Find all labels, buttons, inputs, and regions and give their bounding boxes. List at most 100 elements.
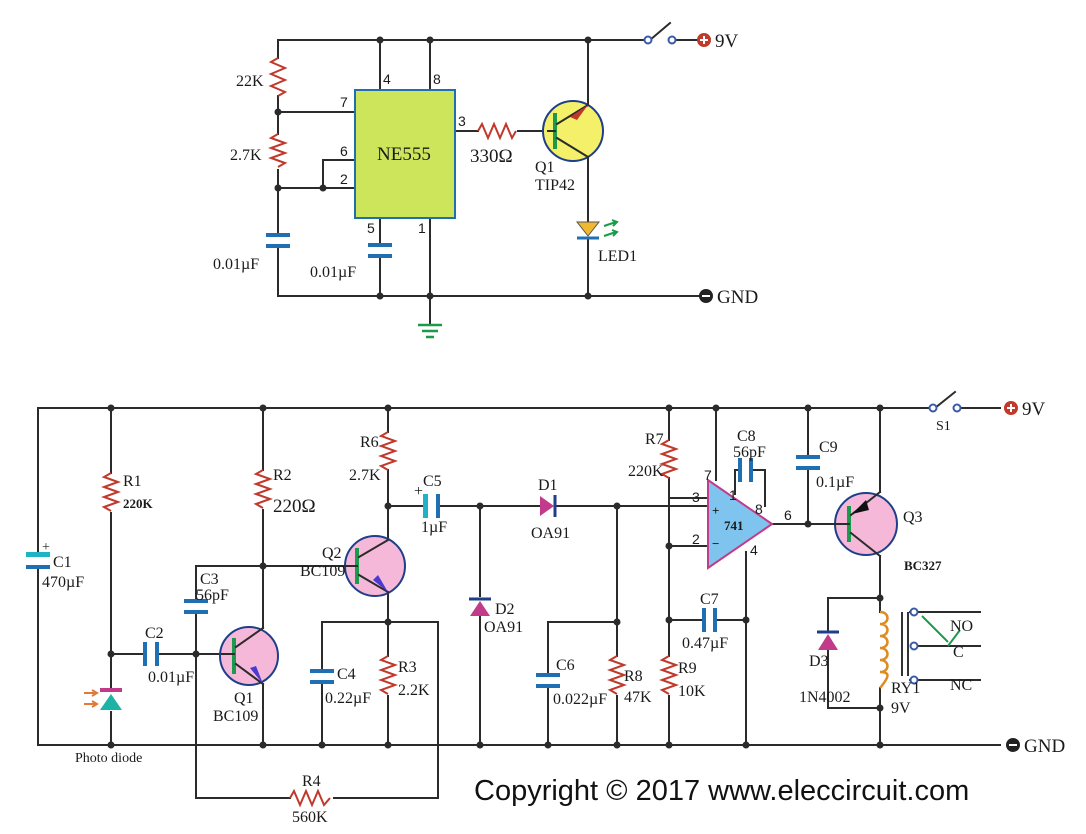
c4-capacitor [310,669,334,684]
r2-resistor [253,469,273,509]
c5-capacitor [423,494,440,518]
top-switch-contact [667,35,677,45]
c9-value: 0.1µF [816,474,854,491]
r4-value: 560K [292,809,328,826]
opamp-label: 741 [724,518,744,533]
r3-value: 2.2K [398,682,430,699]
pin-7: 7 [340,94,348,110]
c1-name: C1 [53,554,72,571]
timing-capacitor [266,233,290,248]
c1-capacitor [26,552,50,569]
c8-value: 56pF [733,444,766,461]
pin-1: 1 [418,220,426,236]
c9-capacitor [796,455,820,470]
ctiming-label: 0.01µF [213,256,259,273]
relay-ry1 [879,607,981,689]
d1-diode [540,495,557,517]
r9-resistor [659,655,679,695]
pin-5: 5 [367,220,375,236]
pin-6: 6 [340,143,348,159]
led1 [575,219,619,240]
q1-tip42-transistor [542,100,604,162]
resistor-330 [477,121,517,141]
r3-name: R3 [398,659,417,676]
r8-resistor [607,655,627,695]
cctrl-label: 0.01µF [310,264,356,281]
c5-name: C5 [423,473,442,490]
r8-value: 47K [624,689,652,706]
r4-name: R4 [302,773,321,790]
resistor-22k [268,57,288,97]
relay-nc-label: NC [950,677,972,694]
s1-contact [928,403,938,413]
r7-value: 220K [628,463,664,480]
relay-no-label: NO [950,618,973,635]
r27k-label: 2.7K [230,147,262,164]
c3-name: C3 [200,571,219,588]
c8-name: C8 [737,428,756,445]
relay-c-label: C [953,644,964,661]
c7-capacitor [702,608,717,632]
op-pin-1: 1 [729,487,737,503]
c2-value: 0.01µF [148,669,194,686]
r7-resistor [659,439,679,479]
bottom-supply-terminal [1004,401,1018,415]
d3-name: D3 [809,653,829,670]
bottom-supply-label: 9V [1022,399,1046,420]
c6-name: C6 [556,657,575,674]
c5-plus: + [414,483,423,500]
c5-value: 1µF [421,519,447,536]
c2-capacitor [143,642,159,666]
c3-capacitor [184,599,208,614]
ground-symbol [418,323,442,339]
opamp-minus: − [712,536,719,551]
op-pin-8: 8 [755,501,763,517]
ne555-label: NE555 [377,144,431,165]
r6-resistor [378,431,398,471]
bottom-wires [37,390,1001,799]
pin-8: 8 [433,71,441,87]
q3-bc327-transistor [834,490,898,558]
top-gnd-terminal [699,289,713,303]
s1-contact [952,403,962,413]
r1-value: 220K [123,496,154,511]
opamp-741 [707,478,774,570]
pin-3: 3 [458,113,466,129]
c4-value: 0.22µF [325,690,371,707]
c2-name: C2 [145,625,164,642]
c3-value: 56pF [196,587,229,604]
q1-bc109-transistor [219,626,279,686]
q1-part: TIP42 [535,177,575,194]
s1-label: S1 [936,419,951,434]
q3-name: Q3 [903,509,923,526]
r1-name: R1 [123,473,142,490]
photo-diode-label: Photo diode [75,751,142,766]
c1-plus: + [42,540,50,555]
d3-part: 1N4002 [799,689,851,706]
r9-value: 10K [678,683,706,700]
op-pin-2: 2 [692,531,700,547]
opamp-plus: + [712,503,719,518]
led1-label: LED1 [598,248,637,265]
relay-name: RY1 [891,680,920,697]
r22k-label: 22K [236,73,264,90]
r330-label: 330Ω [470,146,513,167]
pin-4: 4 [383,71,391,87]
control-capacitor [368,243,392,258]
top-gnd-label: GND [717,287,758,308]
d1-part: OA91 [531,525,570,542]
c1-value: 470µF [42,574,84,591]
q3-part: BC327 [904,558,942,573]
r8-name: R8 [624,668,643,685]
c7-value: 0.47µF [682,635,728,652]
q2-part: BC109 [300,563,345,580]
c8-capacitor [738,458,753,482]
r9-name: R9 [678,660,697,677]
bottom-gnd-terminal [1006,738,1020,752]
d2-name: D2 [495,601,515,618]
top-wires [277,21,701,326]
relay-value: 9V [891,700,911,717]
r6-name: R6 [360,434,379,451]
c4-name: C4 [337,666,356,683]
top-switch-contact [643,35,653,45]
